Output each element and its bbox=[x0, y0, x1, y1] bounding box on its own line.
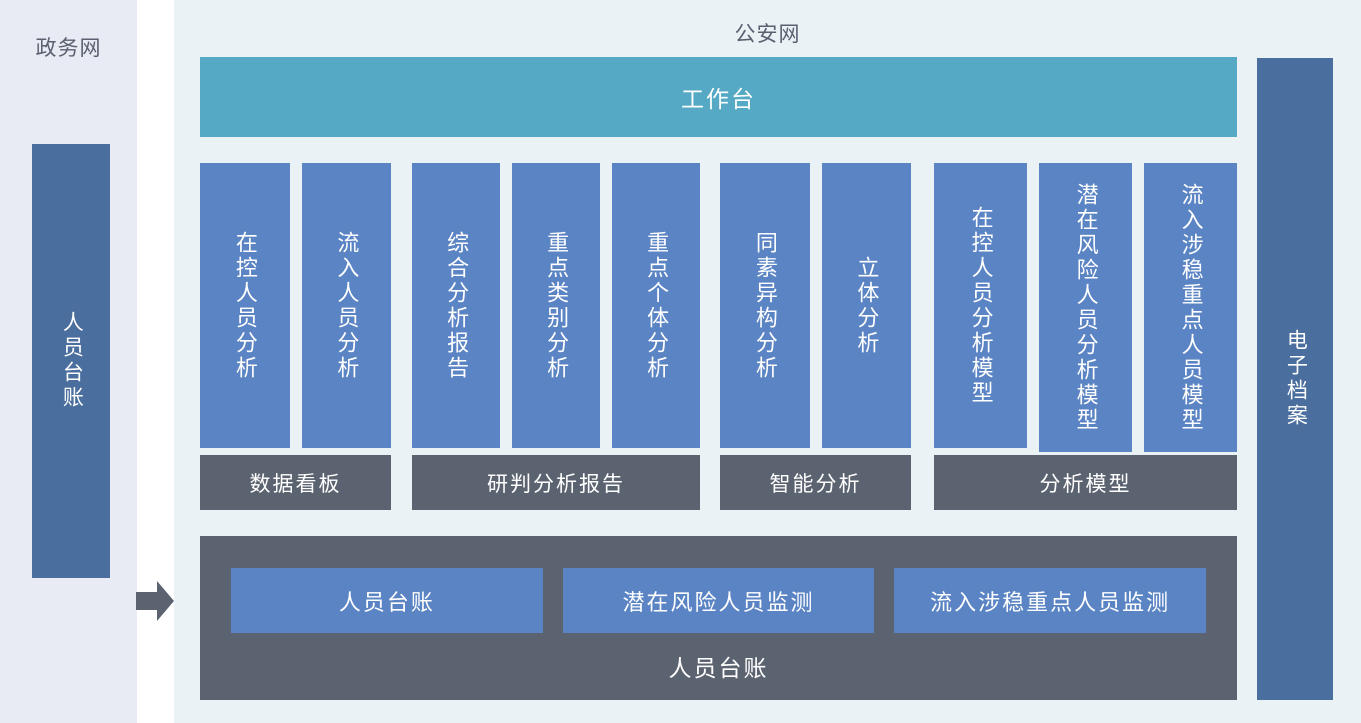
ledger-tile[interactable]: 人员台账 bbox=[231, 568, 543, 633]
gov-network-title: 政务网 bbox=[35, 37, 102, 60]
police-network-title: 公安网 bbox=[734, 23, 801, 46]
module-group-analysis-model: 在控人员分析模型 潜在风险人员分析模型 流入涉稳重点人员模型 分析模型 bbox=[934, 163, 1237, 510]
module-group-analysis-report: 综合分析报告 重点类别分析 重点个体分析 研判分析报告 bbox=[412, 163, 700, 510]
module-card[interactable]: 潜在风险人员分析模型 bbox=[1039, 163, 1132, 452]
module-card[interactable]: 在控人员分析模型 bbox=[934, 163, 1027, 448]
module-group-intelligent-analysis: 同素异构分析 立体分析 智能分析 bbox=[720, 163, 911, 510]
group-label: 研判分析报告 bbox=[412, 455, 700, 510]
module-card[interactable]: 同素异构分析 bbox=[720, 163, 810, 448]
ledger-tile[interactable]: 潜在风险人员监测 bbox=[562, 568, 875, 633]
module-card[interactable]: 重点类别分析 bbox=[512, 163, 600, 448]
card-row: 同素异构分析 立体分析 bbox=[720, 163, 911, 452]
workbench-bar[interactable]: 工作台 bbox=[200, 57, 1237, 137]
ledger-tile[interactable]: 流入涉稳重点人员监测 bbox=[894, 568, 1207, 633]
personnel-ledger-panel: 人员台账 潜在风险人员监测 流入涉稳重点人员监测 人员台账 bbox=[200, 536, 1237, 700]
card-row: 在控人员分析 流入人员分析 bbox=[200, 163, 391, 452]
ledger-tile-row: 人员台账 潜在风险人员监测 流入涉稳重点人员监测 bbox=[231, 568, 1207, 633]
group-label: 数据看板 bbox=[200, 455, 391, 510]
gov-personnel-ledger-bar[interactable]: 人员台账 bbox=[32, 144, 110, 578]
module-card[interactable]: 综合分析报告 bbox=[412, 163, 500, 448]
panel-label: 人员台账 bbox=[668, 655, 769, 681]
module-card[interactable]: 流入涉稳重点人员模型 bbox=[1144, 163, 1237, 452]
module-group-data-dashboard: 在控人员分析 流入人员分析 数据看板 bbox=[200, 163, 391, 510]
card-row: 在控人员分析模型 潜在风险人员分析模型 流入涉稳重点人员模型 bbox=[934, 163, 1237, 452]
module-card[interactable]: 流入人员分析 bbox=[301, 163, 391, 448]
card-row: 综合分析报告 重点类别分析 重点个体分析 bbox=[412, 163, 700, 452]
arrow-right-icon bbox=[136, 580, 174, 622]
electronic-archive-bar[interactable]: 电子档案 bbox=[1257, 58, 1333, 700]
group-label: 智能分析 bbox=[720, 455, 911, 510]
module-card[interactable]: 重点个体分析 bbox=[612, 163, 700, 448]
module-card[interactable]: 在控人员分析 bbox=[200, 163, 290, 448]
module-card[interactable]: 立体分析 bbox=[821, 163, 911, 448]
group-label: 分析模型 bbox=[934, 455, 1237, 510]
